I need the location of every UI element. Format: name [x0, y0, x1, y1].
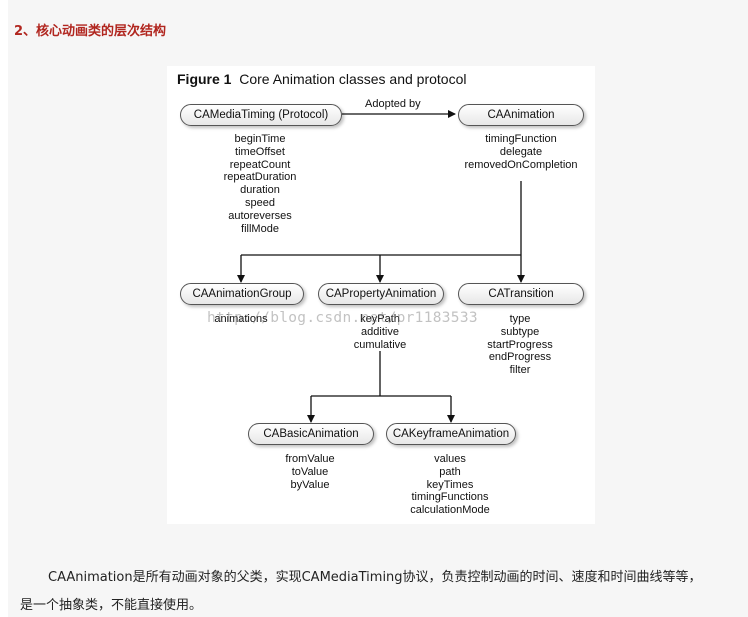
- props-cabasicanimation: fromValue toValue byValue: [248, 453, 372, 491]
- figure-title: Figure 1 Core Animation classes and prot…: [177, 71, 466, 87]
- node-camediatiming: CAMediaTiming (Protocol): [180, 104, 342, 126]
- property-item: startProgress: [487, 338, 553, 351]
- props-caanimationgroup: animations: [180, 313, 302, 326]
- property-item: additive: [361, 325, 399, 338]
- property-item: timingFunction: [485, 133, 557, 145]
- property-item: repeatDuration: [223, 171, 297, 184]
- props-caanimation: timingFunction delegate removedOnComplet…: [448, 133, 594, 171]
- property-item: keyTimes: [426, 478, 474, 491]
- paragraph-line-2: 是一个抽象类，不能直接使用。: [20, 598, 203, 613]
- props-capropertyanimation: keyPath additive cumulative: [318, 313, 442, 351]
- property-item: filter: [509, 364, 531, 377]
- paragraph-line-1: CAAnimation是所有动画对象的父类，实现CAMediaTiming协议，…: [48, 570, 702, 585]
- property-item: delegate: [499, 145, 543, 158]
- section-heading: 2、核心动画类的层次结构: [14, 24, 167, 39]
- props-cakeyframeanimation: values path keyTimes timingFunctions cal…: [386, 453, 514, 517]
- property-item: fillMode: [241, 222, 279, 235]
- node-cabasicanimation: CABasicAnimation: [248, 423, 374, 445]
- adopted-by-label: Adopted by: [365, 98, 421, 110]
- property-item: path: [439, 465, 461, 478]
- property-item: speed: [245, 196, 275, 209]
- figure-caption: Core Animation classes and protocol: [239, 71, 467, 87]
- watermark-text: http://blog.csdn.net/pr1183533: [207, 310, 478, 326]
- property-item: calculationMode: [410, 504, 490, 517]
- property-item: repeatCount: [229, 158, 291, 171]
- property-item: values: [434, 453, 466, 465]
- figure-number: Figure 1: [177, 71, 232, 87]
- property-item: keyPath: [360, 313, 400, 325]
- property-item: subtype: [500, 325, 540, 338]
- property-item: timeOffset: [235, 145, 285, 158]
- property-item: beginTime: [234, 133, 286, 145]
- node-cakeyframeanimation: CAKeyframeAnimation: [386, 423, 516, 445]
- node-catransition: CATransition: [458, 283, 584, 305]
- property-item: animations: [214, 313, 268, 325]
- property-item: byValue: [290, 478, 330, 491]
- props-camediatiming: beginTime timeOffset repeatCount repeatD…: [180, 133, 340, 235]
- node-caanimationgroup: CAAnimationGroup: [180, 283, 304, 305]
- property-item: toValue: [291, 465, 329, 478]
- figure-image: Figure 1 Core Animation classes and prot…: [167, 66, 595, 524]
- property-item: cumulative: [353, 338, 407, 351]
- node-caanimation: CAAnimation: [458, 104, 584, 126]
- node-capropertyanimation: CAPropertyAnimation: [318, 283, 444, 305]
- property-item: timingFunctions: [411, 491, 489, 504]
- props-catransition: type subtype startProgress endProgress f…: [458, 313, 582, 377]
- property-item: autoreverses: [228, 209, 292, 222]
- property-item: duration: [240, 184, 280, 197]
- property-item: endProgress: [488, 351, 552, 364]
- connector-lines: [237, 110, 525, 423]
- property-item: fromValue: [285, 453, 335, 465]
- property-item: type: [509, 313, 531, 325]
- property-item: removedOnCompletion: [464, 158, 578, 171]
